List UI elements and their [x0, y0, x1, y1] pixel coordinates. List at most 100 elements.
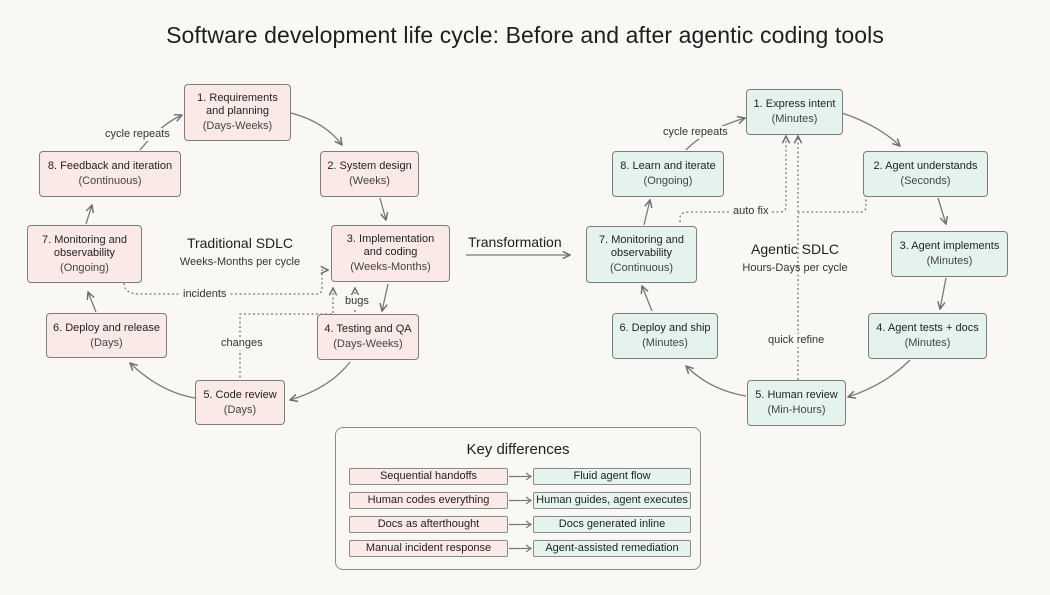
arrow-intent-to-understand	[841, 112, 900, 146]
node-duration: (Minutes)	[642, 337, 688, 349]
key-row: Manual incident response Agent-assisted …	[349, 540, 694, 557]
label-incidents: incidents	[180, 288, 230, 301]
node-duration: (Continuous)	[610, 262, 673, 274]
page-title: Software development life cycle: Before …	[166, 22, 884, 48]
key-differences-title: Key differences	[466, 441, 570, 458]
node-duration: (Min-Hours)	[767, 404, 826, 416]
agent-node-tests-docs: 4. Agent tests + docs (Minutes)	[868, 313, 987, 359]
key-arrow	[509, 472, 533, 481]
agent-node-implements: 3. Agent implements (Minutes)	[891, 231, 1008, 277]
key-arrow	[509, 544, 533, 553]
node-title: 7. Monitoring and observability	[42, 233, 127, 259]
key-row: Sequential handoffs Fluid agent flow	[349, 468, 694, 485]
arrow-incidents	[123, 270, 328, 295]
node-title: 4. Agent tests + docs	[876, 322, 979, 334]
label-cycle-repeats-agentic: cycle repeats	[663, 126, 728, 139]
arrow-impl-to-test	[382, 283, 389, 311]
arrow-req-to-design	[290, 112, 342, 145]
node-duration: (Minutes)	[771, 113, 818, 125]
node-duration: (Days)	[223, 403, 257, 416]
arrow-auto-fix	[679, 136, 786, 222]
trad-node-testing: 4. Testing and QA (Days-Weeks)	[317, 314, 419, 360]
arrow-review-to-deploy	[130, 363, 196, 399]
node-title: 8. Learn and iterate	[620, 160, 716, 172]
arrow-monitor-to-feedback	[85, 205, 92, 225]
node-title: 4. Testing and QA	[324, 323, 412, 335]
node-title: 6. Deploy and release	[52, 321, 160, 334]
trad-node-code-review: 5. Code review (Days)	[195, 380, 285, 425]
arrow-implement-to-test	[940, 277, 947, 309]
node-duration: (Weeks)	[349, 175, 390, 187]
key-before: Docs as afterthought	[349, 516, 508, 533]
arrow-deploy-to-monitor	[642, 286, 653, 312]
key-after: Fluid agent flow	[533, 468, 691, 485]
agent-node-express-intent: 1. Express intent (Minutes)	[746, 89, 843, 135]
node-title: 1. Requirements and planning	[197, 92, 278, 117]
node-title: 2. System design	[327, 160, 412, 172]
agent-node-understands: 2. Agent understands (Seconds)	[863, 151, 988, 197]
label-changes: changes	[219, 337, 265, 350]
agentic-subtitle: Hours-Days per cycle	[742, 262, 848, 274]
key-arrow	[509, 520, 533, 529]
key-differences-panel: Key differences Sequential handoffs Flui…	[335, 427, 701, 570]
node-duration: (Ongoing)	[60, 261, 109, 274]
key-before: Manual incident response	[349, 540, 508, 557]
agentic-center-title: Agentic SDLC Hours-Days per cycle	[725, 241, 865, 274]
node-title: 5. Human review	[755, 389, 838, 401]
key-after: Agent-assisted remediation	[533, 540, 691, 557]
label-auto-fix: auto fix	[731, 205, 771, 218]
key-arrow	[509, 496, 533, 505]
label-quick-refine: quick refine	[766, 334, 827, 347]
arrow-test-to-review	[290, 361, 351, 400]
key-after: Human guides, agent executes	[533, 492, 691, 509]
label-cycle-repeats-traditional: cycle repeats	[105, 128, 170, 141]
node-duration: (Days)	[90, 336, 123, 349]
key-row: Human codes everything Human guides, age…	[349, 492, 694, 509]
transformation-label: Transformation	[468, 234, 562, 250]
node-duration: (Minutes)	[904, 337, 951, 349]
traditional-subtitle: Weeks-Months per cycle	[179, 256, 301, 268]
arrow-design-to-impl	[379, 197, 386, 220]
node-title: 5. Code review	[203, 388, 277, 401]
node-duration: (Seconds)	[900, 175, 951, 187]
trad-node-implementation: 3. Implementation and coding (Weeks-Mont…	[331, 225, 450, 282]
node-title: 1. Express intent	[753, 98, 836, 110]
arrow-changes	[239, 288, 333, 382]
trad-node-deploy: 6. Deploy and release (Days)	[46, 313, 167, 358]
key-after: Docs generated inline	[533, 516, 691, 533]
arrow-understand-to-implement	[937, 197, 946, 224]
agent-node-learn-iterate: 8. Learn and iterate (Ongoing)	[612, 151, 724, 197]
node-title: 3. Agent implements	[899, 240, 1000, 252]
key-row: Docs as afterthought Docs generated inli…	[349, 516, 694, 533]
agent-node-monitoring: 7. Monitoring and observability (Continu…	[586, 226, 697, 283]
node-duration: (Days-Weeks)	[333, 338, 403, 350]
node-duration: (Ongoing)	[643, 175, 693, 187]
node-title: 2. Agent understands	[873, 160, 978, 172]
trad-node-monitoring: 7. Monitoring and observability (Ongoing…	[27, 225, 142, 283]
arrow-test-to-review	[848, 359, 911, 397]
node-title: 6. Deploy and ship	[619, 322, 711, 334]
arrow-deploy-to-monitor	[88, 292, 97, 313]
traditional-title: Traditional SDLC	[186, 235, 294, 251]
key-before: Human codes everything	[349, 492, 508, 509]
node-duration: (Continuous)	[78, 175, 142, 187]
arrow-quick-refine	[797, 195, 867, 380]
node-title: 3. Implementation and coding	[346, 233, 435, 258]
agent-node-human-review: 5. Human review (Min-Hours)	[747, 380, 846, 426]
node-duration: (Minutes)	[926, 255, 973, 267]
agentic-title: Agentic SDLC	[751, 241, 839, 257]
node-duration: (Weeks-Months)	[350, 261, 431, 273]
traditional-center-title: Traditional SDLC Weeks-Months per cycle	[170, 235, 310, 268]
node-title: 7. Monitoring and observability	[599, 234, 684, 259]
trad-node-feedback: 8. Feedback and iteration (Continuous)	[39, 151, 181, 197]
arrow-review-to-deploy	[686, 366, 747, 397]
node-title: 8. Feedback and iteration	[47, 160, 173, 172]
node-duration: (Days-Weeks)	[202, 120, 273, 132]
label-bugs: bugs	[343, 295, 371, 308]
trad-node-requirements: 1. Requirements and planning (Days-Weeks…	[184, 84, 291, 141]
trad-node-system-design: 2. System design (Weeks)	[320, 151, 419, 197]
agent-node-deploy-ship: 6. Deploy and ship (Minutes)	[612, 313, 718, 359]
key-before: Sequential handoffs	[349, 468, 508, 485]
arrow-monitor-to-learn	[643, 200, 650, 226]
